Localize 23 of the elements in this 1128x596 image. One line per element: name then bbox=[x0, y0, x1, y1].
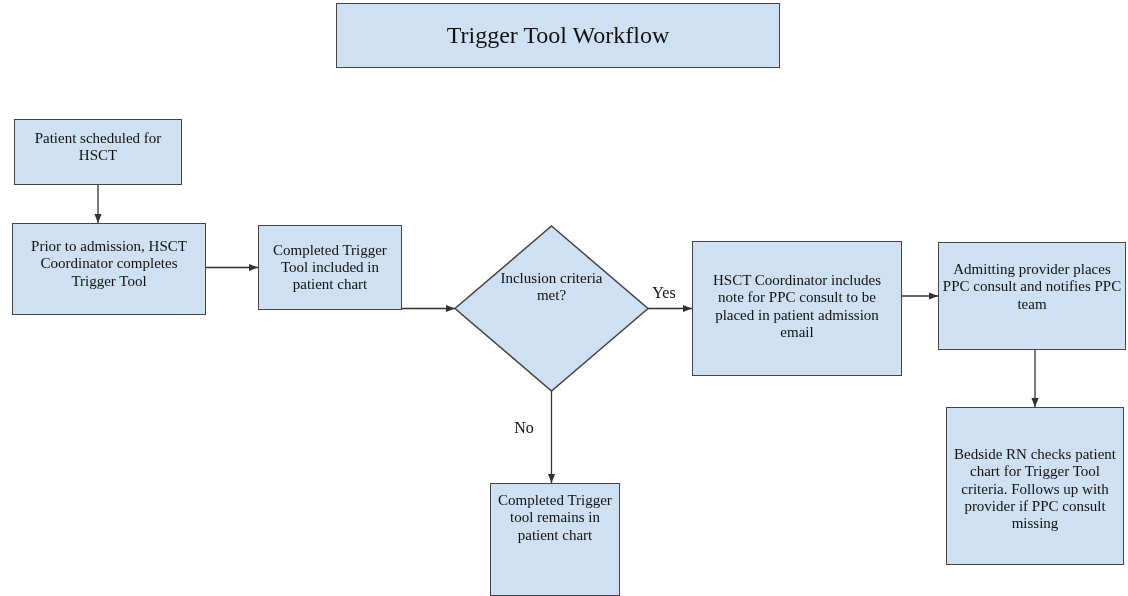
arrow bbox=[1031, 349, 1039, 408]
node-text: Patient scheduled for HSCT bbox=[33, 130, 163, 165]
process-box bbox=[692, 241, 902, 376]
process-box bbox=[938, 242, 1126, 350]
arrow bbox=[647, 304, 693, 313]
node-text: Completed Trigger Tool included in patient chart bbox=[272, 241, 388, 294]
process-box bbox=[946, 407, 1124, 565]
node-text: HSCT Coordinator includes note for PPC consult to be placed in patient admission email bbox=[711, 272, 882, 341]
arrow bbox=[205, 263, 259, 272]
arrow bbox=[94, 184, 102, 224]
node-text: Completed Trigger tool remains in patient chart bbox=[497, 492, 613, 544]
node-text: Inclusion criteria met? bbox=[499, 270, 604, 305]
node-text: Prior to admission, HSCT Coordinator completes Trigger Tool bbox=[30, 238, 188, 290]
node-text: Admitting provider places PPC consult and notifies PPC team bbox=[941, 261, 1123, 313]
process-box bbox=[258, 225, 402, 310]
arrow bbox=[401, 304, 456, 313]
process-box bbox=[12, 223, 206, 315]
arrow bbox=[901, 292, 939, 300]
node-text: Bedside RN checks patient chart for Trigger Tool criteria. Follows up with provider if PPC consult missing bbox=[952, 446, 1117, 533]
process-box bbox=[490, 483, 620, 596]
arrow bbox=[547, 390, 556, 484]
title-box: Trigger Tool Workflow bbox=[336, 3, 780, 68]
process-box bbox=[14, 119, 182, 185]
